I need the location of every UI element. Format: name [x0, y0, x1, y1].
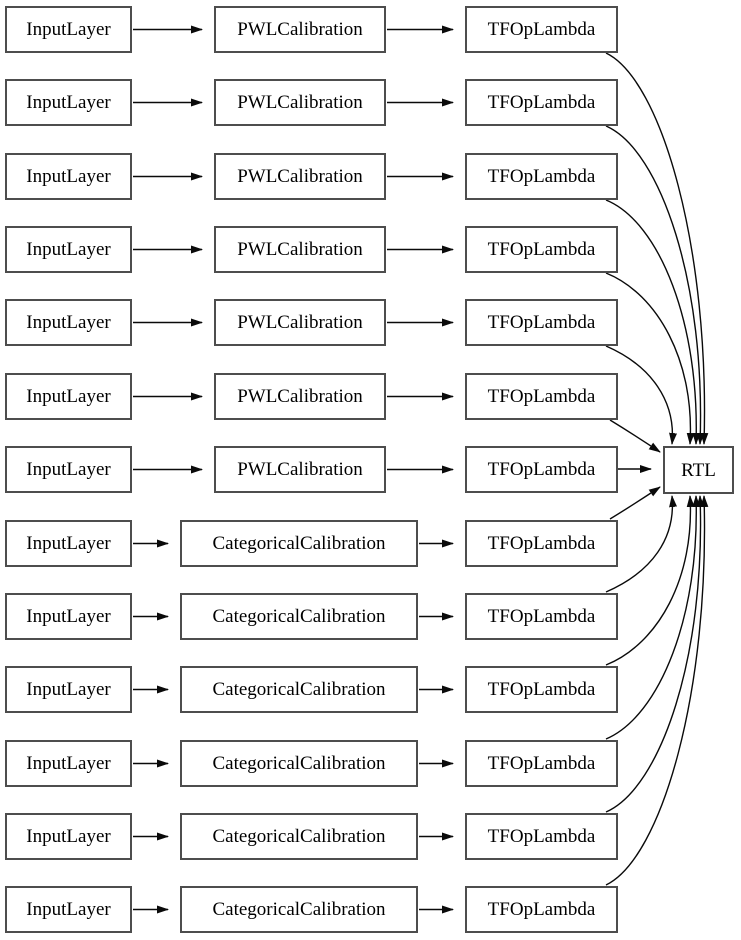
node-input-layer: InputLayer [5, 226, 132, 273]
node-tfop-lambda: TFOpLambda [465, 813, 618, 860]
edge-lambda-to-rtl [605, 495, 695, 666]
node-input-layer: InputLayer [5, 740, 132, 787]
node-categorical-calibration-label: CategoricalCalibration [212, 679, 386, 700]
node-tfop-lambda-label: TFOpLambda [487, 826, 596, 847]
node-categorical-calibration: CategoricalCalibration [180, 520, 418, 567]
node-pwl-calibration-label: PWLCalibration [237, 386, 363, 407]
node-input-layer: InputLayer [5, 299, 132, 346]
node-tfop-lambda-label: TFOpLambda [487, 606, 596, 627]
node-input-layer-label: InputLayer [26, 533, 111, 554]
node-categorical-calibration: CategoricalCalibration [180, 666, 418, 713]
node-input-layer-label: InputLayer [26, 166, 111, 187]
node-tfop-lambda-label: TFOpLambda [487, 92, 596, 113]
node-pwl-calibration-label: PWLCalibration [237, 166, 363, 187]
node-input-layer-label: InputLayer [26, 679, 111, 700]
node-categorical-calibration: CategoricalCalibration [180, 886, 418, 933]
node-pwl-calibration: PWLCalibration [214, 373, 386, 420]
node-input-layer-label: InputLayer [26, 826, 111, 847]
node-input-layer: InputLayer [5, 153, 132, 200]
node-rtl: RTL [663, 446, 734, 494]
node-input-layer-label: InputLayer [26, 753, 111, 774]
node-tfop-lambda-label: TFOpLambda [487, 19, 596, 40]
edge-lambda-to-rtl [605, 345, 678, 445]
node-tfop-lambda-label: TFOpLambda [487, 312, 596, 333]
node-tfop-lambda-label: TFOpLambda [487, 753, 596, 774]
node-categorical-calibration-label: CategoricalCalibration [212, 753, 386, 774]
node-tfop-lambda-label: TFOpLambda [487, 239, 596, 260]
node-pwl-calibration-label: PWLCalibration [237, 312, 363, 333]
node-tfop-lambda-label: TFOpLambda [487, 386, 596, 407]
node-tfop-lambda: TFOpLambda [465, 6, 618, 53]
node-tfop-lambda: TFOpLambda [465, 373, 618, 420]
edge-lambda-to-rtl [605, 495, 709, 886]
node-pwl-calibration: PWLCalibration [214, 153, 386, 200]
node-categorical-calibration-label: CategoricalCalibration [212, 826, 386, 847]
node-input-layer: InputLayer [5, 373, 132, 420]
node-rtl-label: RTL [681, 459, 716, 481]
edge-lambda-to-rtl [605, 272, 695, 445]
node-categorical-calibration-label: CategoricalCalibration [212, 606, 386, 627]
node-tfop-lambda: TFOpLambda [465, 153, 618, 200]
edge-lambda-to-rtl [605, 199, 701, 445]
node-input-layer-label: InputLayer [26, 386, 111, 407]
edge-lambda-to-rtl [605, 495, 701, 740]
node-input-layer-label: InputLayer [26, 459, 111, 480]
node-input-layer-label: InputLayer [26, 899, 111, 920]
node-tfop-lambda: TFOpLambda [465, 593, 618, 640]
node-tfop-lambda: TFOpLambda [465, 520, 618, 567]
node-tfop-lambda-label: TFOpLambda [487, 899, 596, 920]
node-input-layer: InputLayer [5, 886, 132, 933]
edge-lambda-to-rtl [609, 419, 661, 453]
node-input-layer: InputLayer [5, 666, 132, 713]
node-input-layer: InputLayer [5, 6, 132, 53]
node-tfop-lambda-label: TFOpLambda [487, 166, 596, 187]
node-input-layer: InputLayer [5, 520, 132, 567]
node-pwl-calibration: PWLCalibration [214, 446, 386, 493]
edge-lambda-to-rtl [605, 52, 709, 445]
edge-lambda-to-rtl [609, 486, 661, 520]
node-pwl-calibration-label: PWLCalibration [237, 92, 363, 113]
node-pwl-calibration-label: PWLCalibration [237, 459, 363, 480]
node-input-layer-label: InputLayer [26, 92, 111, 113]
node-categorical-calibration: CategoricalCalibration [180, 593, 418, 640]
node-tfop-lambda-label: TFOpLambda [487, 459, 596, 480]
node-input-layer: InputLayer [5, 446, 132, 493]
edge-lambda-to-rtl [605, 125, 705, 445]
node-tfop-lambda: TFOpLambda [465, 79, 618, 126]
node-tfop-lambda-label: TFOpLambda [487, 533, 596, 554]
node-pwl-calibration: PWLCalibration [214, 299, 386, 346]
node-input-layer-label: InputLayer [26, 312, 111, 333]
node-pwl-calibration-label: PWLCalibration [237, 19, 363, 40]
node-tfop-lambda: TFOpLambda [465, 446, 618, 493]
node-categorical-calibration-label: CategoricalCalibration [212, 533, 386, 554]
node-input-layer: InputLayer [5, 593, 132, 640]
node-input-layer: InputLayer [5, 79, 132, 126]
node-tfop-lambda: TFOpLambda [465, 886, 618, 933]
node-tfop-lambda: TFOpLambda [465, 666, 618, 713]
node-pwl-calibration: PWLCalibration [214, 226, 386, 273]
node-categorical-calibration-label: CategoricalCalibration [212, 899, 386, 920]
node-tfop-lambda: TFOpLambda [465, 299, 618, 346]
node-tfop-lambda: TFOpLambda [465, 226, 618, 273]
node-tfop-lambda: TFOpLambda [465, 740, 618, 787]
node-pwl-calibration: PWLCalibration [214, 6, 386, 53]
edge-lambda-to-rtl [605, 495, 705, 813]
node-categorical-calibration: CategoricalCalibration [180, 813, 418, 860]
node-pwl-calibration: PWLCalibration [214, 79, 386, 126]
node-input-layer: InputLayer [5, 813, 132, 860]
node-input-layer-label: InputLayer [26, 606, 111, 627]
node-pwl-calibration-label: PWLCalibration [237, 239, 363, 260]
edge-lambda-to-rtl [605, 495, 678, 593]
node-tfop-lambda-label: TFOpLambda [487, 679, 596, 700]
node-input-layer-label: InputLayer [26, 19, 111, 40]
node-input-layer-label: InputLayer [26, 239, 111, 260]
node-categorical-calibration: CategoricalCalibration [180, 740, 418, 787]
